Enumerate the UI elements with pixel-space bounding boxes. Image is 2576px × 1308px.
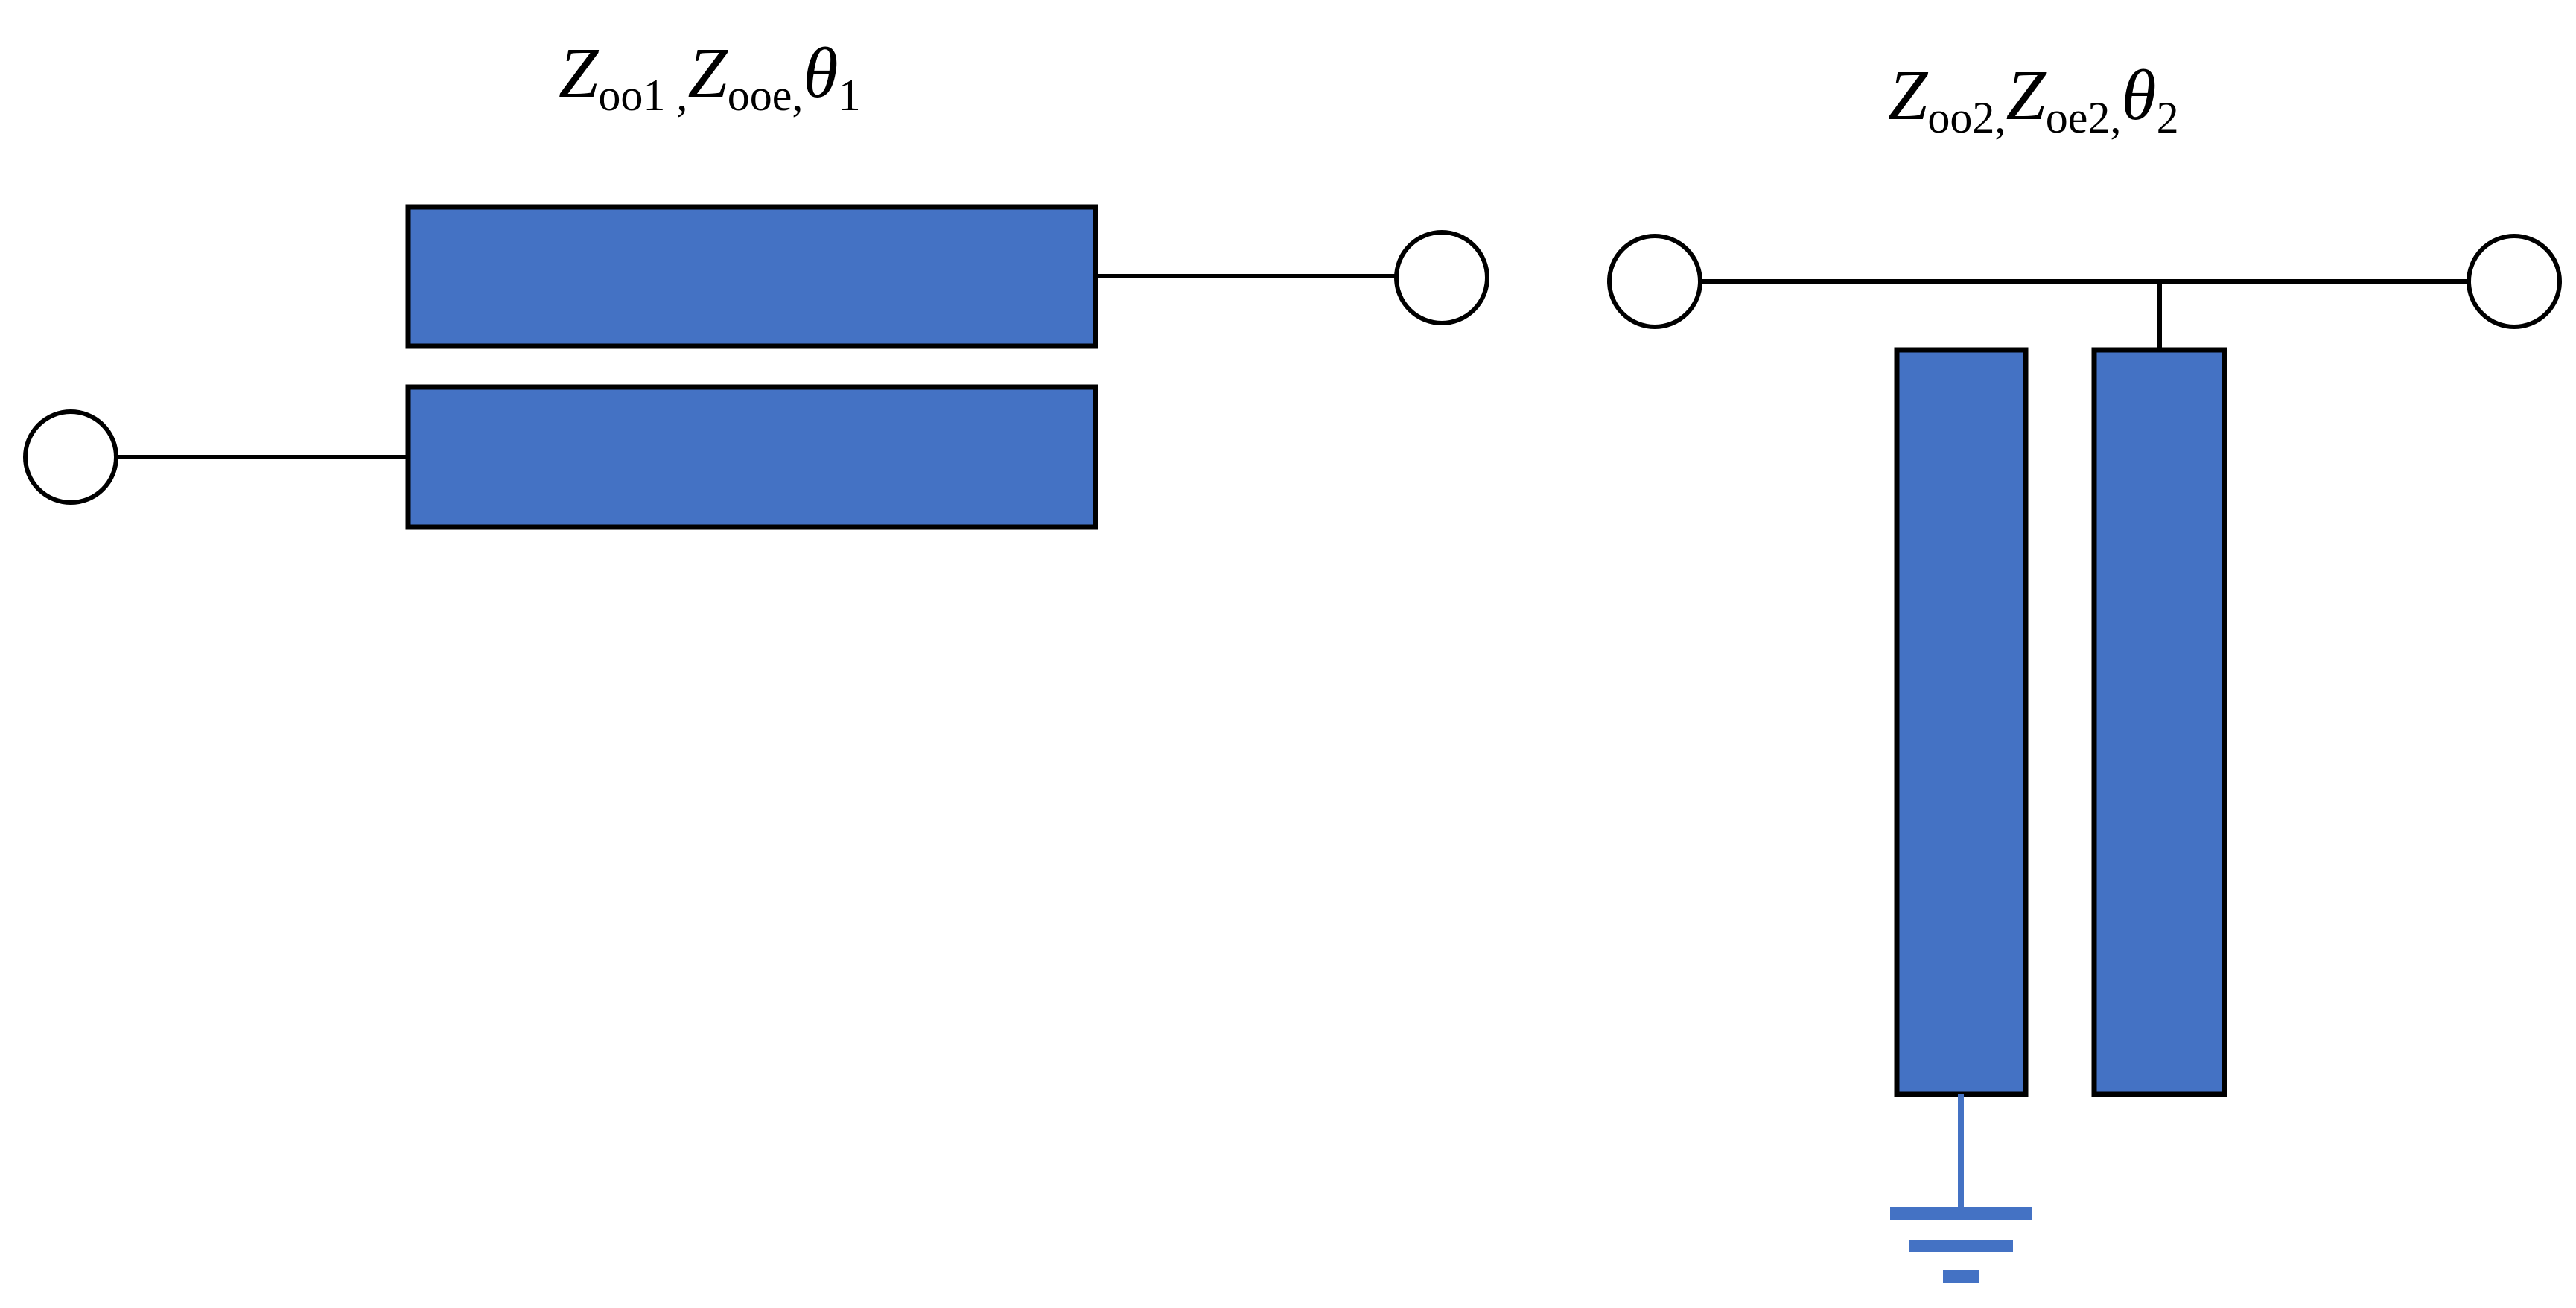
ground-icon (1890, 1094, 2032, 1283)
lower-coupled-line (405, 384, 1098, 530)
left-label-z2-sub: ooe, (728, 71, 804, 120)
left-section-label: Zoo1 ,Zooe,θ1 (559, 33, 861, 120)
left-label-z2: Z (687, 33, 728, 112)
right-label-z2-sub: oe2, (2046, 93, 2122, 142)
upper-coupled-line (405, 204, 1098, 349)
right-section-label: Zoo2,Zoe2,θ2 (1888, 55, 2179, 142)
left-output-port (1394, 230, 1489, 325)
left-label-z1-sub: oo1 , (598, 71, 687, 120)
left-label-theta: θ (803, 33, 838, 112)
left-coupled-section: Zoo1 ,Zooe,θ1 (23, 33, 1489, 530)
left-label-z1: Z (559, 33, 600, 112)
right-label-z2: Z (2006, 55, 2047, 135)
right-label-theta: θ (2121, 55, 2156, 135)
right-label-theta-sub: 2 (2157, 93, 2179, 142)
right-label-z1: Z (1888, 55, 1929, 135)
left-label-theta-sub: 1 (839, 71, 861, 120)
connected-stub-line (2091, 347, 2227, 1097)
right-output-port (2467, 234, 2562, 329)
grounded-stub-line (1894, 347, 2029, 1097)
right-input-port (1607, 234, 1702, 329)
right-label-z1-sub: oo2, (1927, 93, 2006, 142)
right-stub-section: Zoo2,Zoe2,θ2 (1607, 55, 2562, 1283)
left-input-port (23, 409, 118, 505)
